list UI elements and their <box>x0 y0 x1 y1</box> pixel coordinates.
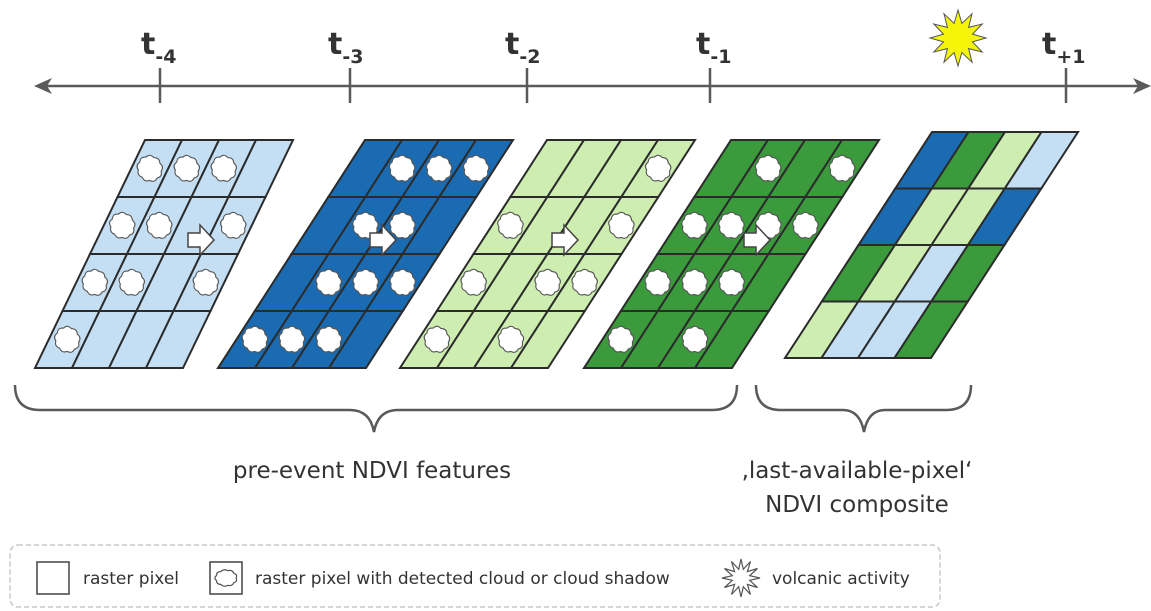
tick-label-t+1: t+1 <box>1042 27 1085 68</box>
step-arrow-4 <box>743 223 772 257</box>
cloud-icon <box>681 211 708 239</box>
raster-cell <box>892 300 970 359</box>
step-arrow-1 <box>187 223 216 257</box>
brace-composite <box>754 384 973 433</box>
cloud-icon <box>608 211 635 239</box>
cloud-icon <box>754 154 782 182</box>
cloud-icon <box>210 154 237 182</box>
tick-label-t-1: t-1 <box>696 27 731 68</box>
cloud-icon <box>214 569 238 587</box>
cloud-icon <box>571 268 598 296</box>
composite-label-line2: NDVI composite <box>765 492 949 518</box>
composite-label-line1: ‚last-available-pixel‘ <box>742 458 973 484</box>
cloud-icon <box>278 325 306 353</box>
cloud-icon <box>462 154 490 182</box>
raster-grid-1 <box>33 139 295 369</box>
cloud-icon <box>460 268 487 296</box>
cloud-icon <box>792 211 819 239</box>
raster-grid-2 <box>216 139 515 369</box>
raster-pixel-icon <box>36 561 70 595</box>
cloud-icon <box>220 211 247 239</box>
cloud-icon <box>315 268 342 296</box>
cloud-icon <box>118 268 145 296</box>
raster-cell <box>144 310 213 369</box>
legend-box <box>9 544 941 608</box>
cloud-icon <box>718 211 745 239</box>
cloud-icon <box>607 325 635 353</box>
cloud-icon <box>828 154 856 182</box>
cloud-icon <box>389 211 416 239</box>
brace-pre-event <box>13 384 739 433</box>
legend-label-cloud-pixel: raster pixel with detected cloud or clou… <box>255 569 670 589</box>
raster-grids <box>33 131 1080 369</box>
legend-label-raster-pixel: raster pixel <box>83 569 179 589</box>
timeline-arrow-left <box>34 78 52 94</box>
raster-grid-5 <box>783 131 1080 359</box>
cloud-icon <box>423 325 451 353</box>
step-arrow-3 <box>551 223 580 257</box>
cloud-icon <box>109 211 136 239</box>
cloud-icon <box>146 211 173 239</box>
cloud-icon <box>81 268 108 296</box>
volcano-burst-icon <box>928 8 988 68</box>
legend-label-volcanic-activity: volcanic activity <box>772 569 910 589</box>
cloud-icon <box>681 325 709 353</box>
tick-label-t-3: t-3 <box>328 27 363 68</box>
cloud-icon <box>388 154 416 182</box>
cloud-icon <box>497 211 524 239</box>
raster-grid-3 <box>398 139 697 369</box>
step-arrow-2 <box>369 223 398 257</box>
cloud-icon <box>644 268 671 296</box>
cloud-icon <box>497 325 525 353</box>
cloud-icon <box>192 268 219 296</box>
cloud-icon <box>389 268 416 296</box>
raster-cell <box>509 310 587 369</box>
cloud-icon <box>425 154 453 182</box>
cloud-icon <box>534 268 561 296</box>
tick-label-t-2: t-2 <box>505 27 540 68</box>
volcano-burst-legend-icon <box>721 558 761 598</box>
pre-event-label: pre-event NDVI features <box>233 458 511 484</box>
cloud-icon <box>718 268 745 296</box>
tick-label-t-4: t-4 <box>141 27 176 68</box>
cloud-icon <box>681 268 708 296</box>
cloud-icon <box>315 325 343 353</box>
timeline-arrow-right <box>1133 78 1151 94</box>
cloud-icon <box>173 154 200 182</box>
cloud-icon <box>241 325 269 353</box>
cloud-icon <box>352 268 379 296</box>
cloud-icon <box>644 154 672 182</box>
raster-cell <box>693 310 771 369</box>
raster-cell <box>327 310 405 369</box>
cloud-icon <box>54 325 81 353</box>
cloud-icon <box>136 154 163 182</box>
